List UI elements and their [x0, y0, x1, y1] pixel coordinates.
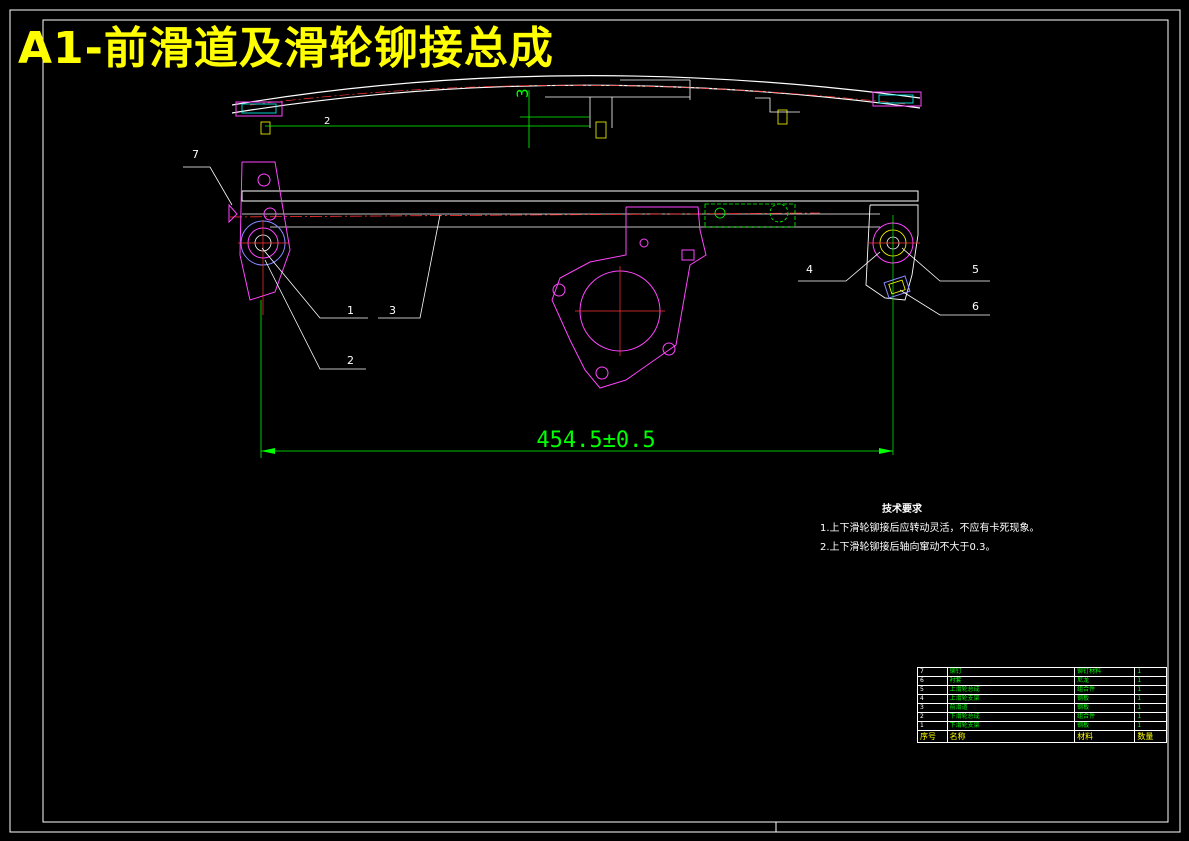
- inner-border: [42, 19, 1169, 823]
- bom-name: 下滑轮总成: [946, 712, 1076, 722]
- bom-name: 衬套: [946, 676, 1076, 686]
- bom-no: 6: [917, 676, 948, 686]
- angle-mark: 2: [324, 116, 330, 127]
- bom-header-no: 序号: [917, 730, 948, 743]
- bom-qty: 1: [1134, 712, 1167, 722]
- bom-row: 5 上滑轮总成 组合件 1: [917, 685, 1167, 695]
- bom-row: 7 铆钉 铆钉材料 1: [917, 667, 1167, 677]
- length-dimension-label: 454.5±0.5: [536, 428, 655, 453]
- bom-material: 组合件: [1074, 712, 1136, 722]
- bom-header-name: 名称: [946, 730, 1076, 743]
- bom-qty: 1: [1134, 694, 1167, 704]
- bom-no: 7: [917, 667, 948, 677]
- center-mounting-plate: [551, 206, 707, 389]
- balloons: 7 1 2 3 4 5 6: [192, 148, 979, 367]
- balloon-1: 1: [347, 304, 354, 317]
- bill-of-materials: 7 铆钉 铆钉材料 1 6 衬套 尼龙 1 5 上滑轮总成 组合件 1 4 上滑…: [917, 667, 1167, 743]
- bom-row: 2 下滑轮总成 组合件 1: [917, 712, 1167, 722]
- tech-requirement-1: 1.上下滑轮铆接后应转动灵活，不应有卡死现象。: [820, 523, 1040, 534]
- bom-qty: 1: [1134, 721, 1167, 731]
- bom-header-qty: 数量: [1134, 730, 1167, 743]
- bom-name: 前滑道: [946, 703, 1076, 713]
- drawing-title: A1-前滑道及滑轮铆接总成: [18, 23, 554, 74]
- tech-requirement-2: 2.上下滑轮铆接后轴向窜动不大于0.3。: [820, 542, 996, 553]
- bom-no: 2: [917, 712, 948, 722]
- length-dimension: 454.5±0.5: [260, 300, 893, 458]
- balloon-leaders: [183, 166, 990, 370]
- rail-top-view: [231, 75, 922, 139]
- bom-row: 1 下滑轮支架 钢板 1: [917, 721, 1167, 731]
- bom-row: 4 上滑轮支架 钢板 1: [917, 694, 1167, 704]
- bom-name: 上滑轮支架: [946, 694, 1076, 704]
- bom-qty: 1: [1134, 676, 1167, 686]
- lower-pulley-assembly: [228, 161, 291, 315]
- bom-qty: 1: [1134, 685, 1167, 695]
- bom-material: 组合件: [1074, 685, 1136, 695]
- tech-requirements: 技术要求 1.上下滑轮铆接后应转动灵活，不应有卡死现象。 2.上下滑轮铆接后轴向…: [820, 500, 1040, 557]
- bom-no: 1: [917, 721, 948, 731]
- bom-material: 钢板: [1074, 721, 1136, 731]
- bom-no: 3: [917, 703, 948, 713]
- offset-dimension-label: 3: [513, 88, 532, 98]
- bom-material: 钢板: [1074, 703, 1136, 713]
- bom-row: 6 衬套 尼龙 1: [917, 676, 1167, 686]
- bom-row: 3 前滑道 钢板 1: [917, 703, 1167, 713]
- bom-qty: 1: [1134, 667, 1167, 677]
- balloon-3: 3: [389, 304, 396, 317]
- offset-dimension: 3 2: [265, 88, 590, 148]
- bom-header-material: 材料: [1074, 730, 1136, 743]
- bom-header-row: 序号 名称 材料 数量: [917, 730, 1167, 743]
- outer-border: [9, 9, 1181, 833]
- balloon-7: 7: [192, 148, 199, 161]
- bom-material: 尼龙: [1074, 676, 1136, 686]
- balloon-2: 2: [347, 354, 354, 367]
- bom-no: 5: [917, 685, 948, 695]
- bom-name: 铆钉: [946, 667, 1076, 677]
- tech-requirements-title: 技术要求: [882, 504, 922, 515]
- bom-name: 下滑轮支架: [946, 721, 1076, 731]
- bom-material: 钢板: [1074, 694, 1136, 704]
- bom-name: 上滑轮总成: [946, 685, 1076, 695]
- upper-pulley-assembly: [865, 204, 920, 455]
- bom-no: 4: [917, 694, 948, 704]
- bom-material: 铆钉材料: [1074, 667, 1136, 677]
- balloon-6: 6: [972, 300, 979, 313]
- balloon-5: 5: [972, 263, 979, 276]
- bom-qty: 1: [1134, 703, 1167, 713]
- rail-front-view: [229, 190, 919, 228]
- balloon-4: 4: [806, 263, 813, 276]
